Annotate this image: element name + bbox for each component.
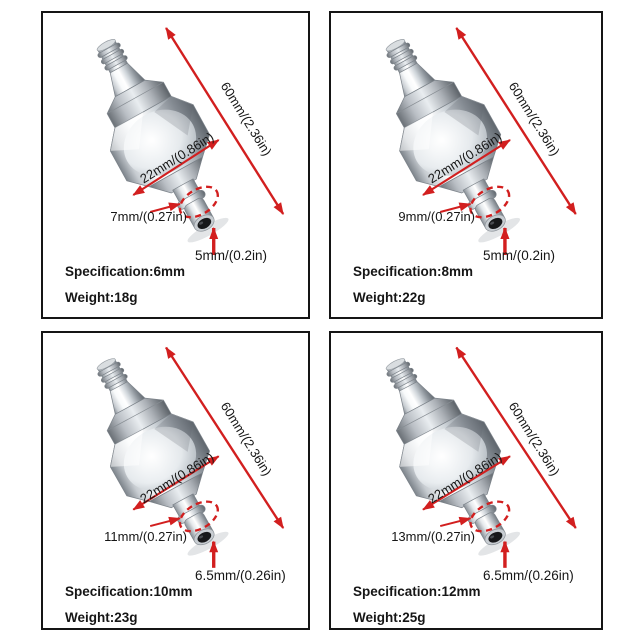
- bore-diameter-label: 5mm/(0.2in): [195, 248, 268, 263]
- weight-text: Weight:25g: [353, 610, 426, 625]
- barb-diameter-label: 7mm/(0.27in): [110, 209, 187, 224]
- spec-panel-8mm: 60mm/(2.36in) 22mm/(0.86in) 9mm/(0.27in)…: [329, 11, 603, 319]
- bore-diameter-label: 5mm/(0.2in): [483, 248, 556, 263]
- specification-text: Specification:12mm: [353, 584, 481, 599]
- specification-text: Specification:8mm: [353, 264, 474, 279]
- weight-text: Weight:23g: [65, 610, 138, 625]
- spec-panel-6mm: 60mm/(2.36in) 22mm/(0.86in) 7mm/(0.27in)…: [41, 11, 310, 319]
- specification-text: Specification:6mm: [65, 264, 186, 279]
- spec-panel-10mm: 60mm/(2.36in) 22mm/(0.86in) 11mm/(0.27in…: [41, 331, 310, 630]
- weight-text: Weight:18g: [65, 290, 138, 305]
- barb-diameter-label: 11mm/(0.27in): [104, 529, 187, 544]
- bore-diameter-label: 6.5mm/(0.26in): [483, 568, 574, 583]
- bore-diameter-label: 6.5mm/(0.26in): [195, 568, 286, 583]
- barb-diameter-label: 9mm/(0.27in): [398, 209, 475, 224]
- spec-panel-12mm: 60mm/(2.36in) 22mm/(0.86in) 13mm/(0.27in…: [329, 331, 603, 630]
- specification-text: Specification:10mm: [65, 584, 193, 599]
- weight-text: Weight:22g: [353, 290, 426, 305]
- barb-diameter-label: 13mm/(0.27in): [391, 529, 475, 544]
